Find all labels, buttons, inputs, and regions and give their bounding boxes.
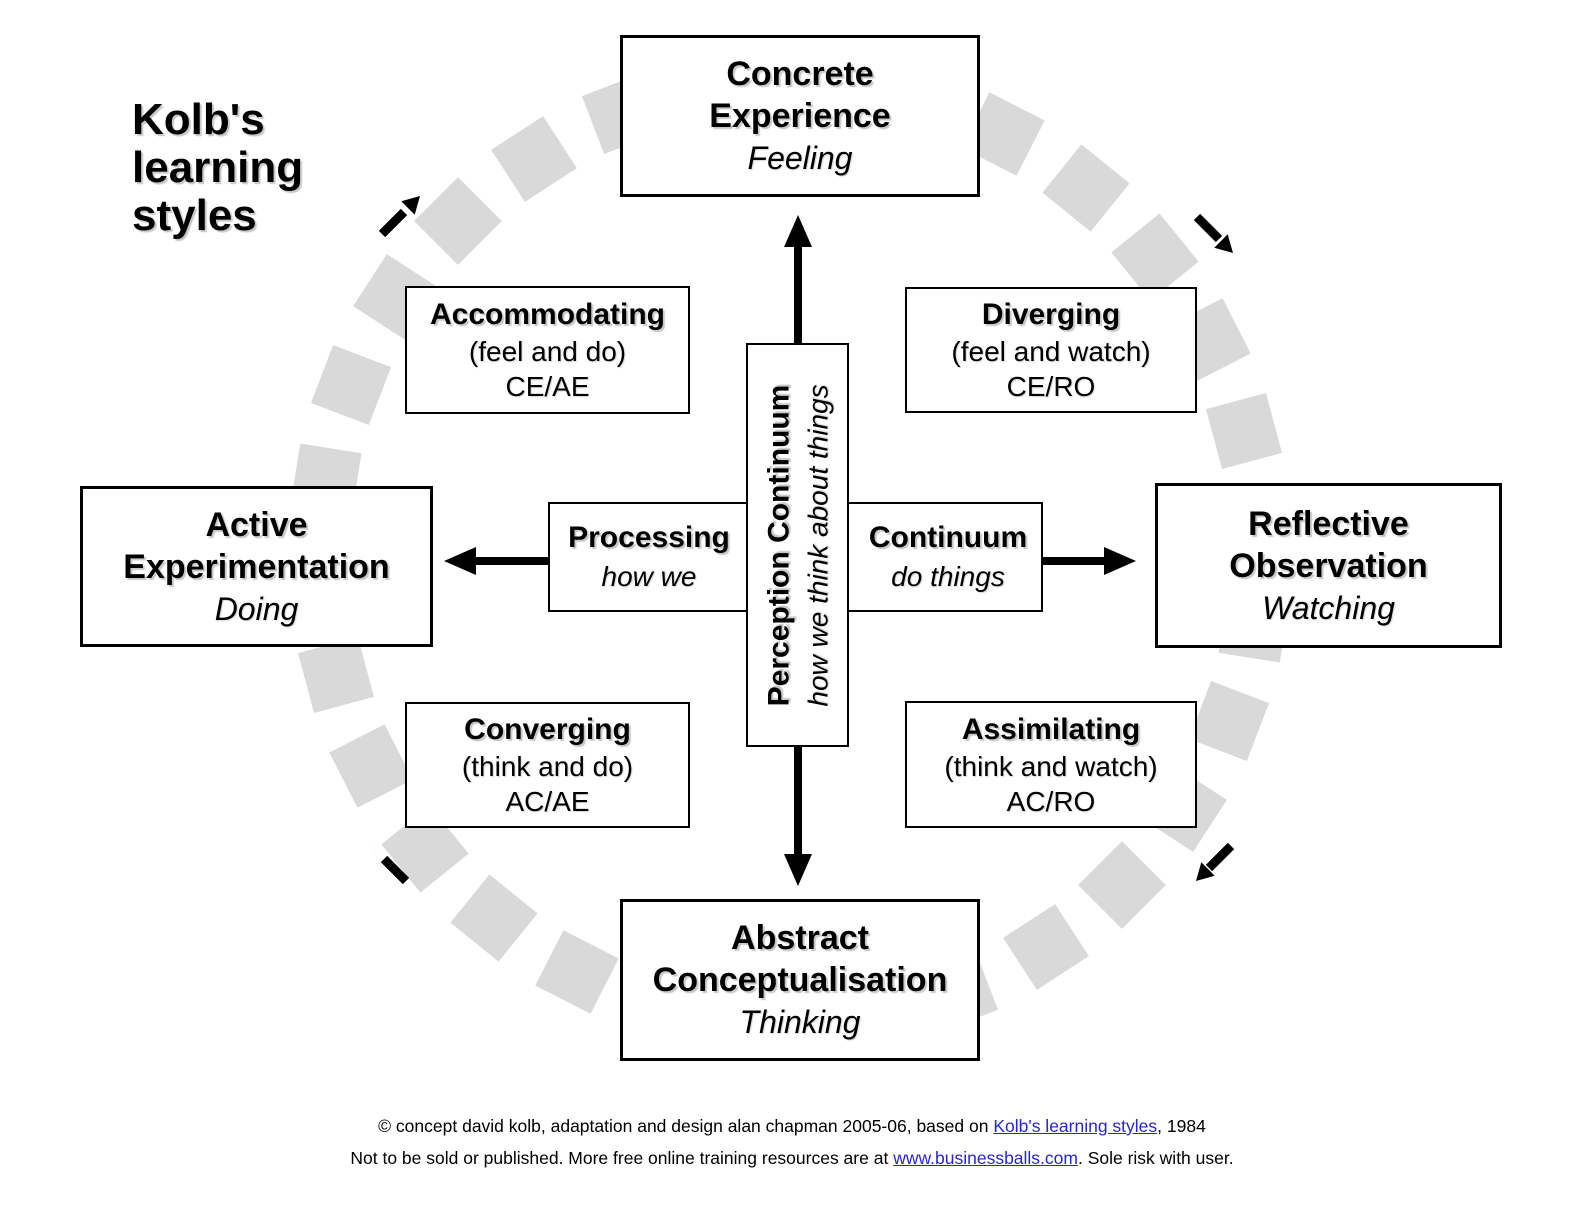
- perception-axis-sub: how we think about things: [801, 383, 833, 707]
- quadrant-desc: (feel and watch): [951, 336, 1151, 367]
- pole-label: Reflective: [1248, 504, 1409, 543]
- quadrant-code: CE/AE: [505, 371, 590, 402]
- processing-axis-sub-right: do things: [891, 561, 1005, 592]
- pole-label: Concrete: [726, 55, 874, 93]
- pole-box-active-experimentation: Active Experimentation Doing: [80, 486, 433, 647]
- pole-label: Conceptualisation: [652, 961, 948, 999]
- quadrant-desc: (think and do): [461, 751, 634, 782]
- footer-credit: © concept david kolb, adaptation and des…: [0, 1110, 1584, 1174]
- pole-style-word: Doing: [214, 590, 299, 627]
- quadrant-code: CE/RO: [1006, 371, 1096, 402]
- processing-axis-sub-left: how we: [601, 561, 697, 592]
- processing-axis-label-right: Continuum: [868, 521, 1028, 554]
- footer-text: Not to be sold or published. More free o…: [350, 1148, 894, 1168]
- cycle-arrow-ne-icon: [378, 196, 420, 238]
- footer-text: . Sole risk with user.: [1077, 1148, 1234, 1168]
- quadrant-name: Diverging: [981, 298, 1121, 331]
- pole-style-word: Watching: [1262, 589, 1395, 626]
- pole-label: Experience: [709, 97, 891, 135]
- quadrant-desc: (feel and do): [468, 336, 627, 367]
- footer-line-1: © concept david kolb, adaptation and des…: [0, 1110, 1584, 1142]
- pole-box-abstract-conceptualisation: Abstract Conceptualisation Thinking: [620, 899, 980, 1061]
- footer-text: © concept david kolb, adaptation and des…: [378, 1116, 994, 1136]
- pole-box-concrete-experience: Concrete Experience Feeling: [620, 35, 980, 197]
- cycle-arrow-se-icon: [1193, 213, 1233, 253]
- down-arrow-icon: [784, 747, 812, 886]
- quadrant-name: Assimilating: [961, 712, 1141, 746]
- pole-box-reflective-observation: Reflective Observation Watching: [1155, 483, 1502, 648]
- quadrant-box-accommodating: Accommodating (feel and do) CE/AE: [405, 286, 690, 414]
- pole-label: Observation: [1229, 546, 1428, 585]
- cycle-arrow-sw-icon: [1196, 842, 1235, 881]
- businessballs-link[interactable]: www.businessballs.com: [893, 1148, 1078, 1168]
- perception-axis-label: Perception Continuum: [761, 384, 795, 706]
- left-arrow-icon: [444, 547, 548, 575]
- quadrant-desc: (think and watch): [944, 750, 1158, 782]
- footer-line-2: Not to be sold or published. More free o…: [0, 1142, 1584, 1174]
- quadrant-code: AC/AE: [505, 786, 590, 817]
- quadrant-box-converging: Converging (think and do) AC/AE: [405, 702, 690, 828]
- quadrant-code: AC/RO: [1006, 785, 1096, 817]
- diagram-title: Kolb's learning styles: [132, 95, 304, 240]
- quadrant-box-assimilating: Assimilating (think and watch) AC/RO: [905, 701, 1197, 828]
- pole-label: Experimentation: [123, 547, 390, 586]
- pole-label: Abstract: [731, 919, 869, 957]
- kolb-learning-styles-link[interactable]: Kolb's learning styles: [993, 1116, 1158, 1136]
- right-arrow-icon: [1043, 547, 1136, 575]
- pole-label: Active: [205, 505, 308, 544]
- axis-box-perception-continuum: Perception Continuum how we think about …: [746, 343, 849, 747]
- quadrant-box-diverging: Diverging (feel and watch) CE/RO: [905, 287, 1197, 413]
- quadrant-name: Converging: [464, 713, 631, 746]
- processing-axis-label-left: Processing: [568, 521, 730, 554]
- cycle-arrow-nw-icon: [370, 845, 410, 885]
- pole-style-word: Feeling: [747, 140, 853, 176]
- footer-text: , 1984: [1157, 1116, 1206, 1136]
- quadrant-name: Accommodating: [429, 298, 666, 331]
- pole-style-word: Thinking: [739, 1004, 861, 1040]
- up-arrow-icon: [784, 215, 812, 343]
